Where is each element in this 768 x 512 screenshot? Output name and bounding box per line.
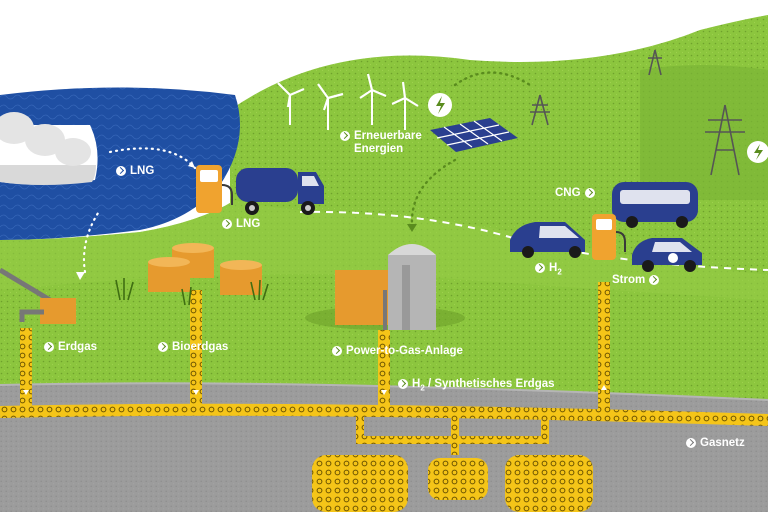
arrow-icon xyxy=(116,166,126,176)
arrow-icon xyxy=(584,188,595,198)
arrow-icon xyxy=(649,275,660,285)
arrow-icon xyxy=(340,131,350,141)
grass-tufts xyxy=(115,278,269,306)
label-strom: Strom xyxy=(612,274,660,287)
label-lng-ship: LNG xyxy=(116,165,154,178)
arrow-icon xyxy=(332,346,342,356)
label-bioerdgas: Bioerdgas xyxy=(158,341,228,354)
solar-panel-icon xyxy=(430,118,518,152)
label-h2-synthetic-gas: H2 / Synthetisches Erdgas xyxy=(398,378,555,394)
car-icon xyxy=(510,222,585,258)
bus-icon xyxy=(612,182,698,228)
lng-ship-icon xyxy=(0,112,98,185)
power-pylon-icon xyxy=(530,49,745,176)
label-h2: H2 xyxy=(535,262,562,278)
label-gasnetz: Gasnetz xyxy=(686,437,745,450)
lightning-icon xyxy=(428,93,452,117)
label-erdgas: Erdgas xyxy=(44,341,97,354)
lightning-icon xyxy=(747,141,768,163)
label-power-to-gas: Power-to-Gas-Anlage xyxy=(332,345,463,358)
flow-arrows xyxy=(23,385,607,395)
gas-pipeline-network xyxy=(0,282,768,455)
fuel-pump-icon xyxy=(196,165,233,213)
power-to-gas-plant-icon xyxy=(305,244,465,330)
car-icon xyxy=(632,238,702,272)
arrow-icon xyxy=(686,438,696,448)
gas-well-icon xyxy=(0,267,76,324)
lng-truck-icon xyxy=(236,168,324,215)
label-lng-truck: LNG xyxy=(222,218,260,231)
fuel-pump-icon xyxy=(592,214,626,260)
arrow-icon xyxy=(44,342,54,352)
label-cng: CNG xyxy=(555,187,595,200)
arrow-icon xyxy=(222,219,232,229)
wind-turbine-icon xyxy=(277,73,419,130)
arrow-icon xyxy=(158,342,168,352)
arrow-icon xyxy=(398,379,408,389)
biogas-tank-icon xyxy=(148,243,262,295)
gas-storage-icon xyxy=(312,455,593,512)
arrow-icon xyxy=(535,263,545,273)
